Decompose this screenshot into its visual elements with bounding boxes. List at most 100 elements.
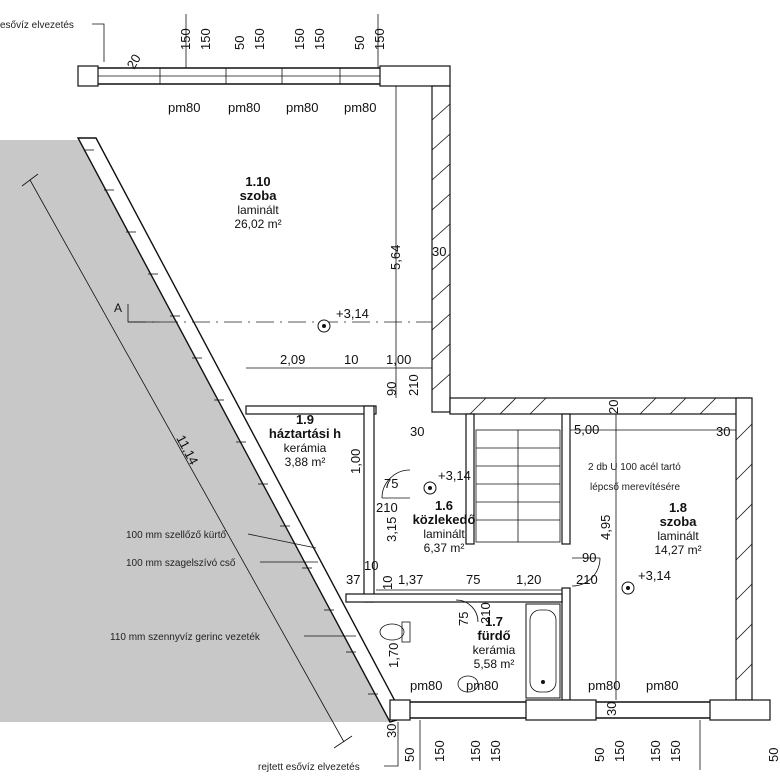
svg-text:fürdő: fürdő — [477, 628, 510, 643]
wall-room18-left-lower — [561, 587, 571, 701]
svg-text:5,58 m²: 5,58 m² — [474, 657, 515, 671]
svg-text:pm80: pm80 — [286, 100, 319, 115]
top-dimensions: 150 150 50 150 150 150 50 150 — [178, 28, 387, 50]
svg-text:2,09: 2,09 — [280, 352, 305, 367]
room-110-label: 1.10 szoba laminált 26,02 m² — [234, 174, 281, 231]
inner-dimensions: 2,09 10 1,00 90 210 5,64 30 30 30 30 30 … — [124, 51, 731, 738]
bottom-dimensions: 50 150 150 150 50 150 150 150 50 — [402, 740, 780, 762]
svg-text:37: 37 — [346, 572, 360, 587]
svg-text:90: 90 — [582, 550, 596, 565]
staircase — [475, 429, 561, 543]
svg-text:150: 150 — [648, 740, 663, 762]
svg-text:50: 50 — [592, 748, 607, 762]
svg-text:lépcső merevítésére: lépcső merevítésére — [590, 482, 680, 493]
toilet — [379, 621, 411, 643]
svg-text:20: 20 — [124, 51, 144, 71]
dimension-lines — [21, 14, 736, 770]
svg-text:3,88 m²: 3,88 m² — [285, 455, 326, 469]
svg-text:50: 50 — [766, 748, 780, 762]
svg-text:laminált: laminált — [237, 203, 279, 217]
svg-text:pm80: pm80 — [646, 678, 679, 693]
wall-hatch-middle — [469, 397, 717, 415]
wall-middle-top — [449, 397, 751, 415]
svg-text:30: 30 — [384, 724, 399, 738]
svg-text:pm80: pm80 — [168, 100, 201, 115]
svg-text:150: 150 — [292, 28, 307, 50]
sloped-wall-hatch — [84, 149, 378, 695]
svg-text:3,15: 3,15 — [384, 517, 399, 542]
level-marker-3 — [621, 581, 635, 595]
svg-text:1.7: 1.7 — [485, 614, 503, 629]
svg-text:1.8: 1.8 — [669, 500, 687, 515]
bathtub — [525, 603, 561, 699]
level-2: +3,14 — [438, 468, 471, 483]
section-label-a: A — [114, 301, 122, 315]
level-marker-1 — [317, 319, 331, 333]
svg-text:150: 150 — [372, 28, 387, 50]
wall-hatch-right — [431, 103, 451, 391]
svg-text:5,64: 5,64 — [388, 245, 403, 270]
svg-text:210: 210 — [478, 602, 493, 624]
svg-text:30: 30 — [410, 424, 424, 439]
top-wall-left — [77, 65, 99, 87]
svg-text:30: 30 — [432, 244, 446, 259]
svg-text:közlekedő: közlekedő — [413, 512, 476, 527]
svg-text:10: 10 — [380, 576, 395, 590]
wall-stair-left — [465, 413, 475, 545]
svg-text:100 mm szagelszívó cső: 100 mm szagelszívó cső — [126, 558, 236, 569]
svg-text:pm80: pm80 — [410, 678, 443, 693]
svg-text:14,27 m²: 14,27 m² — [654, 543, 701, 557]
svg-text:30: 30 — [716, 424, 730, 439]
room-16-label: 1.6 közlekedő laminált 6,37 m² — [413, 498, 476, 555]
svg-text:kerámia: kerámia — [284, 441, 327, 455]
svg-text:30: 30 — [604, 702, 619, 716]
svg-text:90: 90 — [384, 382, 399, 396]
top-wall-right — [379, 65, 451, 87]
svg-text:pm80: pm80 — [228, 100, 261, 115]
wall-room19-top — [245, 405, 377, 415]
svg-text:1.6: 1.6 — [435, 498, 453, 513]
svg-text:4,95: 4,95 — [598, 515, 613, 540]
svg-text:pm80: pm80 — [466, 678, 499, 693]
svg-text:1,00: 1,00 — [386, 352, 411, 367]
svg-text:20: 20 — [606, 400, 621, 414]
window-labels: pm80 pm80 pm80 pm80 pm80 pm80 pm80 pm80 — [168, 100, 679, 693]
svg-text:50: 50 — [232, 36, 247, 50]
svg-text:75: 75 — [466, 572, 480, 587]
level-1: +3,14 — [336, 306, 369, 321]
svg-text:100 mm szellőző kürtő: 100 mm szellőző kürtő — [126, 530, 226, 541]
room-17-label: 1.7 fürdő kerámia 5,58 m² — [473, 614, 516, 671]
room-18-label: 1.8 szoba laminált 14,27 m² — [654, 500, 701, 557]
annotations: esővíz elvezetés rejtett esővíz elvezeté… — [0, 20, 681, 773]
svg-text:75: 75 — [384, 476, 398, 491]
svg-text:1,00: 1,00 — [348, 449, 363, 474]
svg-text:150: 150 — [612, 740, 627, 762]
svg-text:210: 210 — [376, 500, 398, 515]
svg-text:210: 210 — [576, 572, 598, 587]
svg-text:1,70: 1,70 — [386, 643, 401, 668]
svg-text:150: 150 — [488, 740, 503, 762]
room-19-label: 1.9 háztartási h kerámia 3,88 m² — [269, 412, 341, 469]
svg-text:150: 150 — [312, 28, 327, 50]
wall-bath-top — [345, 593, 563, 603]
svg-text:110 mm szennyvíz gerinc vezeté: 110 mm szennyvíz gerinc vezeték — [110, 632, 261, 643]
level-3: +3,14 — [638, 568, 671, 583]
svg-text:1.9: 1.9 — [296, 412, 314, 427]
svg-text:háztartási h: háztartási h — [269, 426, 341, 441]
svg-text:1.10: 1.10 — [245, 174, 270, 189]
svg-text:laminált: laminált — [423, 527, 465, 541]
bottom-wall-right — [709, 699, 771, 721]
svg-text:kerámia: kerámia — [473, 643, 516, 657]
wall-hatch-far-right — [735, 423, 753, 681]
svg-text:150: 150 — [468, 740, 483, 762]
svg-text:26,02 m²: 26,02 m² — [234, 217, 281, 231]
svg-text:10: 10 — [344, 352, 358, 367]
sloped-ground-area — [0, 140, 392, 722]
svg-text:75: 75 — [456, 612, 471, 626]
svg-text:5,00: 5,00 — [574, 422, 599, 437]
bottom-wall-mid — [525, 699, 597, 721]
svg-text:210: 210 — [406, 374, 421, 396]
svg-text:150: 150 — [178, 28, 193, 50]
svg-text:10: 10 — [364, 558, 378, 573]
